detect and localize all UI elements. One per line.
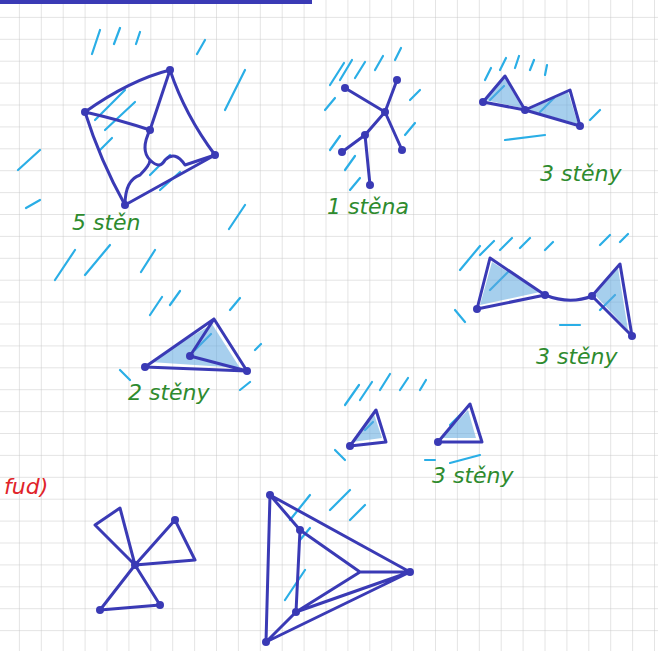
face-count: 5 stěn (72, 212, 141, 234)
face-count: 2 stěny (128, 382, 210, 404)
note-fragment: fud) (4, 476, 48, 498)
face-count: 3 stěny (536, 346, 618, 368)
graphs (85, 70, 632, 642)
vertices (81, 66, 636, 646)
shaded-faces (150, 78, 628, 442)
top-rule (0, 0, 312, 4)
face-count: 3 stěny (540, 163, 622, 185)
face-count: 3 stěny (432, 465, 514, 487)
face-count: 1 stěna (327, 196, 409, 218)
